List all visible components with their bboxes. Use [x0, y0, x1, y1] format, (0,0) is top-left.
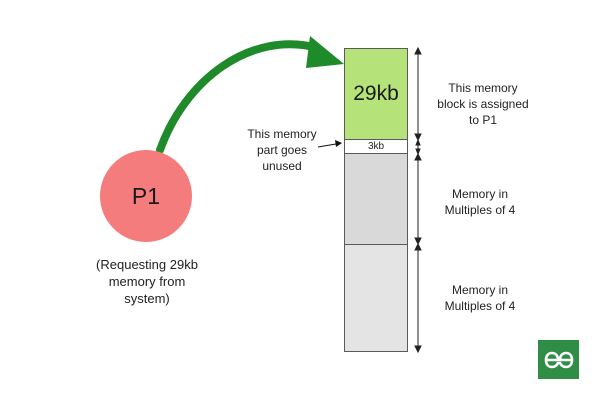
unused-pointer-head — [335, 140, 342, 147]
memory-block-multiples-2 — [344, 244, 408, 352]
annotation-unused: This memory part goes unused — [247, 127, 317, 173]
memory-block-assigned: 29kb — [344, 48, 408, 140]
memory-block-multiples-1 — [344, 153, 408, 245]
unused-pointer-line — [317, 143, 337, 148]
process-label: P1 — [131, 182, 161, 209]
annotation-assigned: This memory block is assigned to P1 — [437, 81, 529, 127]
request-note: (Requesting 29kb memory from system) — [96, 257, 198, 306]
allocation-arrow — [156, 40, 322, 154]
logo-glyph — [544, 351, 573, 368]
memory-block-assigned-label: 29kb — [353, 82, 399, 105]
allocation-arrow-head — [306, 36, 344, 68]
dimension-lines — [414, 46, 422, 354]
geeksforgeeks-logo-icon — [538, 340, 579, 379]
annotation-multiples-2: Memory in Multiples of 4 — [444, 283, 516, 313]
annotation-multiples-1: Memory in Multiples of 4 — [444, 187, 516, 217]
memory-block-unused: 3kb — [344, 139, 408, 154]
memory-block-unused-label: 3kb — [367, 141, 385, 152]
process-circle: P1 — [100, 150, 192, 242]
